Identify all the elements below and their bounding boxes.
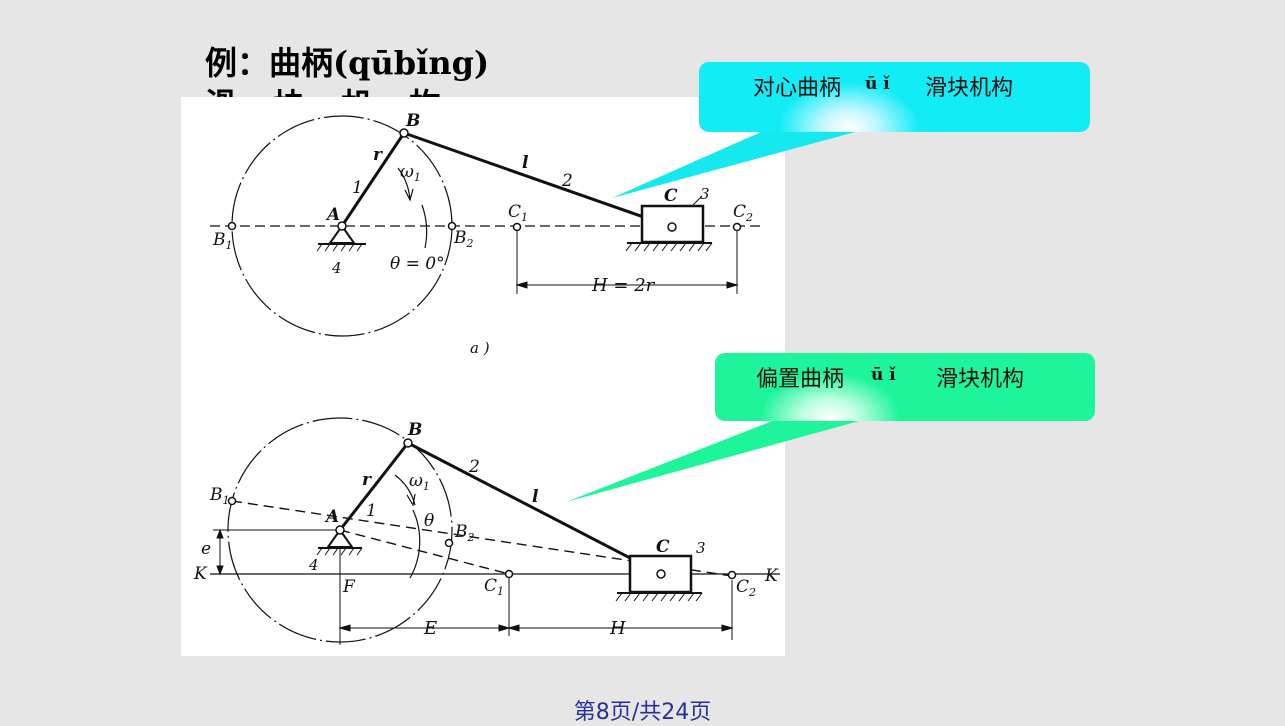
label-b-E: E <box>423 618 437 639</box>
callout-bottom-text-left: 偏置曲柄 <box>756 367 845 392</box>
joint-b-B2 <box>444 538 454 548</box>
callout-bottom-text-right: 滑块机构 <box>936 367 1025 392</box>
label-a-2: 2 <box>561 171 573 191</box>
label-a-C2: C2 <box>733 202 753 224</box>
label-a-4: 4 <box>331 259 342 277</box>
label-a-C: C <box>664 186 678 206</box>
callout-top-pointer <box>612 128 870 198</box>
dim-h-arrows <box>515 281 739 289</box>
joint-a-B <box>399 128 409 138</box>
label-b-3: 3 <box>696 539 706 557</box>
labels-b: B r ω1 2 l B1 A 1 θ B2 e K 4 F C1 C 3 K … <box>193 420 779 639</box>
label-a-C1: C1 <box>508 202 528 224</box>
diagram-a <box>210 115 765 337</box>
ground-hatch-pivot-a <box>316 243 363 252</box>
joint-a-A <box>337 221 347 231</box>
label-b-C1: C1 <box>484 576 504 598</box>
callout-top-text-left: 对心曲柄 <box>753 76 842 101</box>
omega-arc-a <box>397 167 411 201</box>
label-b-K-left: K <box>193 564 208 584</box>
label-a-B1: B1 <box>212 230 233 252</box>
omega-arrow-b <box>406 493 416 507</box>
joint-a-B2 <box>447 221 457 231</box>
joint-b-C1 <box>504 569 514 579</box>
joint-b-B1 <box>227 496 237 506</box>
callout-top-text-right: 滑块机构 <box>925 76 1014 101</box>
callout-top-glyphs: ū ǐ <box>865 74 890 94</box>
label-b-H: H <box>609 618 626 639</box>
label-b-F: F <box>342 577 356 597</box>
label-a-l: l <box>522 153 529 173</box>
label-a-r: r <box>373 145 383 165</box>
label-b-theta: θ <box>424 511 434 531</box>
labels-a: B r ω1 1 A l 2 C 3 C1 C2 B1 B2 4 θ = 0° … <box>212 111 753 357</box>
label-b-B1: B1 <box>209 485 230 507</box>
omega-arrow-a <box>404 188 414 202</box>
diagram-b <box>210 417 780 645</box>
dashed-line-a-c1 <box>339 529 510 575</box>
label-a-3: 3 <box>700 185 710 203</box>
label-b-l: l <box>532 487 539 507</box>
crank-a <box>340 132 406 227</box>
crank-b <box>338 442 410 531</box>
label-a-1: 1 <box>352 178 363 198</box>
label-b-r: r <box>362 470 372 490</box>
theta-arc-a <box>421 204 428 249</box>
ground-hatch-slider-b <box>615 592 703 602</box>
label-a-H: H = 2r <box>591 275 656 296</box>
label-a-B: B <box>405 111 420 131</box>
joints-b <box>227 438 737 580</box>
label-b-K-right: K <box>764 566 779 586</box>
title-line-1: 例：曲柄(qūbǐng) <box>205 44 490 82</box>
joints-a <box>227 128 742 232</box>
label-b-C: C <box>656 537 670 557</box>
label-a-A: A <box>325 205 340 225</box>
label-b-2: 2 <box>468 457 480 477</box>
joint-a-C2 <box>732 222 742 232</box>
leader-3-a <box>691 195 703 207</box>
page-number: 第8页/共24页 <box>573 700 712 725</box>
label-a-theta: θ = 0° <box>390 254 445 274</box>
label-b-omega: ω1 <box>409 471 430 493</box>
joint-a-C <box>667 222 677 232</box>
joint-b-C <box>656 569 666 579</box>
dim-eh-arrows <box>338 624 734 632</box>
callout-bottom-pointer <box>566 418 870 502</box>
joint-b-A <box>335 525 345 535</box>
callout-offset-slider-crank: 偏置曲柄 ū ǐ 滑块机构 <box>715 353 1095 421</box>
label-b-B2: B2 <box>454 522 475 544</box>
ground-hatch-slider-a <box>625 242 713 252</box>
label-b-4: 4 <box>308 556 319 574</box>
joint-b-B <box>403 438 413 448</box>
joint-a-C1 <box>512 222 522 232</box>
dim-e-arrows <box>216 528 224 576</box>
connecting-rod-b <box>407 441 662 576</box>
joint-b-C2 <box>727 570 737 580</box>
label-b-e: e <box>201 539 211 559</box>
callout-bottom-glyphs: ū ǐ <box>871 365 896 385</box>
label-b-B: B <box>407 420 422 440</box>
callout-centered-slider-crank: 对心曲柄 ū ǐ 滑块机构 <box>699 62 1090 132</box>
label-a-omega: ω1 <box>400 162 421 184</box>
label-b-1: 1 <box>366 501 377 521</box>
joint-a-B1 <box>227 221 237 231</box>
connecting-rod-a <box>403 131 673 229</box>
caption-a: a ) <box>470 339 490 357</box>
label-b-C2: C2 <box>736 577 756 599</box>
label-a-B2: B2 <box>453 228 474 250</box>
ground-hatch-pivot-b <box>316 547 363 556</box>
omega-arc-b <box>394 474 416 506</box>
label-b-A: A <box>324 507 339 527</box>
theta-arc-b <box>409 509 421 579</box>
